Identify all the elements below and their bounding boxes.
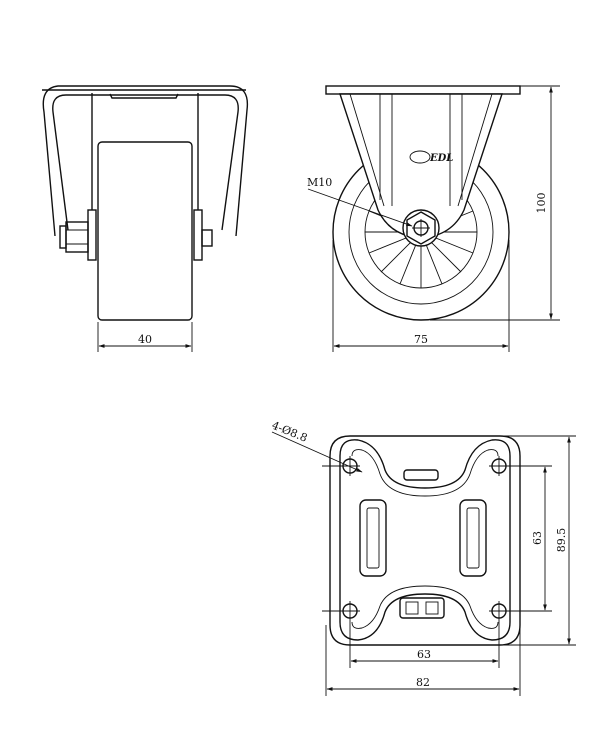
side-top-plate — [325, 85, 521, 95]
front-view: 40 — [42, 85, 249, 352]
axle-plate-right — [193, 209, 203, 261]
bottom-nut — [399, 597, 445, 619]
top-plate-view: 4-Ø8.8 63 89.5 63 82 — [270, 419, 576, 696]
thread-leader — [307, 188, 413, 227]
dim-side-height: 100 — [535, 193, 548, 214]
top-bump — [109, 93, 179, 99]
dim-hole-spacing-vertical: 63 — [531, 531, 544, 545]
logo-text: EDL — [429, 153, 453, 164]
axle-end-right — [201, 229, 213, 247]
logo-mark — [409, 150, 431, 164]
bracket-outline — [42, 85, 249, 237]
plate-raised-profile — [339, 439, 511, 641]
dim-plate-width: 82 — [416, 676, 430, 689]
axle-end — [59, 225, 67, 249]
slot-right — [459, 499, 487, 577]
mounting-holes — [322, 456, 509, 621]
dim-side-width: 75 — [414, 333, 428, 346]
side-view: EDL M10 100 75 — [307, 85, 560, 352]
wheel-front — [97, 141, 193, 321]
dim-plate-height: 89.5 — [555, 528, 568, 553]
axle-nut — [65, 221, 89, 253]
axle-plate-left — [87, 209, 97, 261]
logo: EDL — [409, 150, 453, 164]
hole-label: 4-Ø8.8 — [270, 419, 309, 445]
dim-hole-spacing-horizontal: 63 — [417, 648, 431, 661]
bracket-inner — [52, 94, 239, 231]
top-nut — [403, 469, 439, 481]
slot-left — [359, 499, 387, 577]
hole-leader — [271, 431, 363, 473]
hub-nut — [406, 211, 436, 245]
dim-front-width: 40 — [138, 333, 152, 346]
thread-label: M10 — [307, 176, 332, 189]
